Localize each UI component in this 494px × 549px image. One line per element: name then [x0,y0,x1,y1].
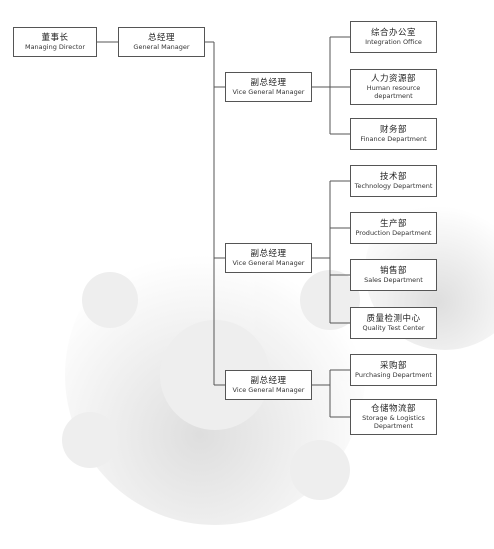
vice-gm-box-2: 副总经理 Vice General Manager [225,243,312,273]
vice-gm-3-en: Vice General Manager [232,386,305,394]
dept-zh: 质量检测中心 [366,314,421,324]
director-title-en: Managing Director [24,43,86,51]
dept-zh: 技术部 [379,172,407,182]
dept-en: Finance Department [360,135,427,143]
gm-title-zh: 总经理 [147,33,175,43]
director-box: 董事长 Managing Director [13,27,97,57]
vice-gm-2-en: Vice General Manager [232,259,305,267]
vice-gm-3-zh: 副总经理 [250,376,287,386]
dept-zh: 采购部 [379,361,407,371]
dept-zh: 财务部 [379,125,407,135]
dept-human-resource: 人力资源部 Human resource department [350,69,437,105]
vice-gm-box-1: 副总经理 Vice General Manager [225,72,312,102]
dept-integration-office: 综合办公室 Integration Office [350,21,437,53]
dept-en: Quality Test Center [362,324,425,332]
vice-gm-box-3: 副总经理 Vice General Manager [225,370,312,400]
vice-gm-1-zh: 副总经理 [250,78,287,88]
vice-gm-1-en: Vice General Manager [232,88,305,96]
dept-en: Technology Department [354,182,433,190]
dept-en: Purchasing Department [355,371,432,379]
dept-en: Storage & Logistics Department [362,414,425,430]
dept-technology: 技术部 Technology Department [350,165,437,197]
dept-en: Sales Department [364,276,423,284]
dept-zh: 仓储物流部 [370,404,416,414]
dept-en: Human resource department [366,84,421,100]
dept-storage-logistics: 仓储物流部 Storage & Logistics Department [350,399,437,435]
dept-zh: 综合办公室 [370,28,416,38]
dept-zh: 销售部 [379,266,407,276]
director-title-zh: 董事长 [41,33,69,43]
vice-gm-2-zh: 副总经理 [250,249,287,259]
dept-en: Integration Office [365,38,422,46]
dept-sales: 销售部 Sales Department [350,259,437,291]
gm-title-en: General Manager [133,43,190,51]
dept-finance: 财务部 Finance Department [350,118,437,150]
dept-zh: 生产部 [379,219,407,229]
dept-en: Production Department [355,229,432,237]
dept-purchasing: 采购部 Purchasing Department [350,354,437,386]
dept-quality-test: 质量检测中心 Quality Test Center [350,307,437,339]
dept-zh: 人力资源部 [370,74,416,84]
general-manager-box: 总经理 General Manager [118,27,205,57]
dept-production: 生产部 Production Department [350,212,437,244]
